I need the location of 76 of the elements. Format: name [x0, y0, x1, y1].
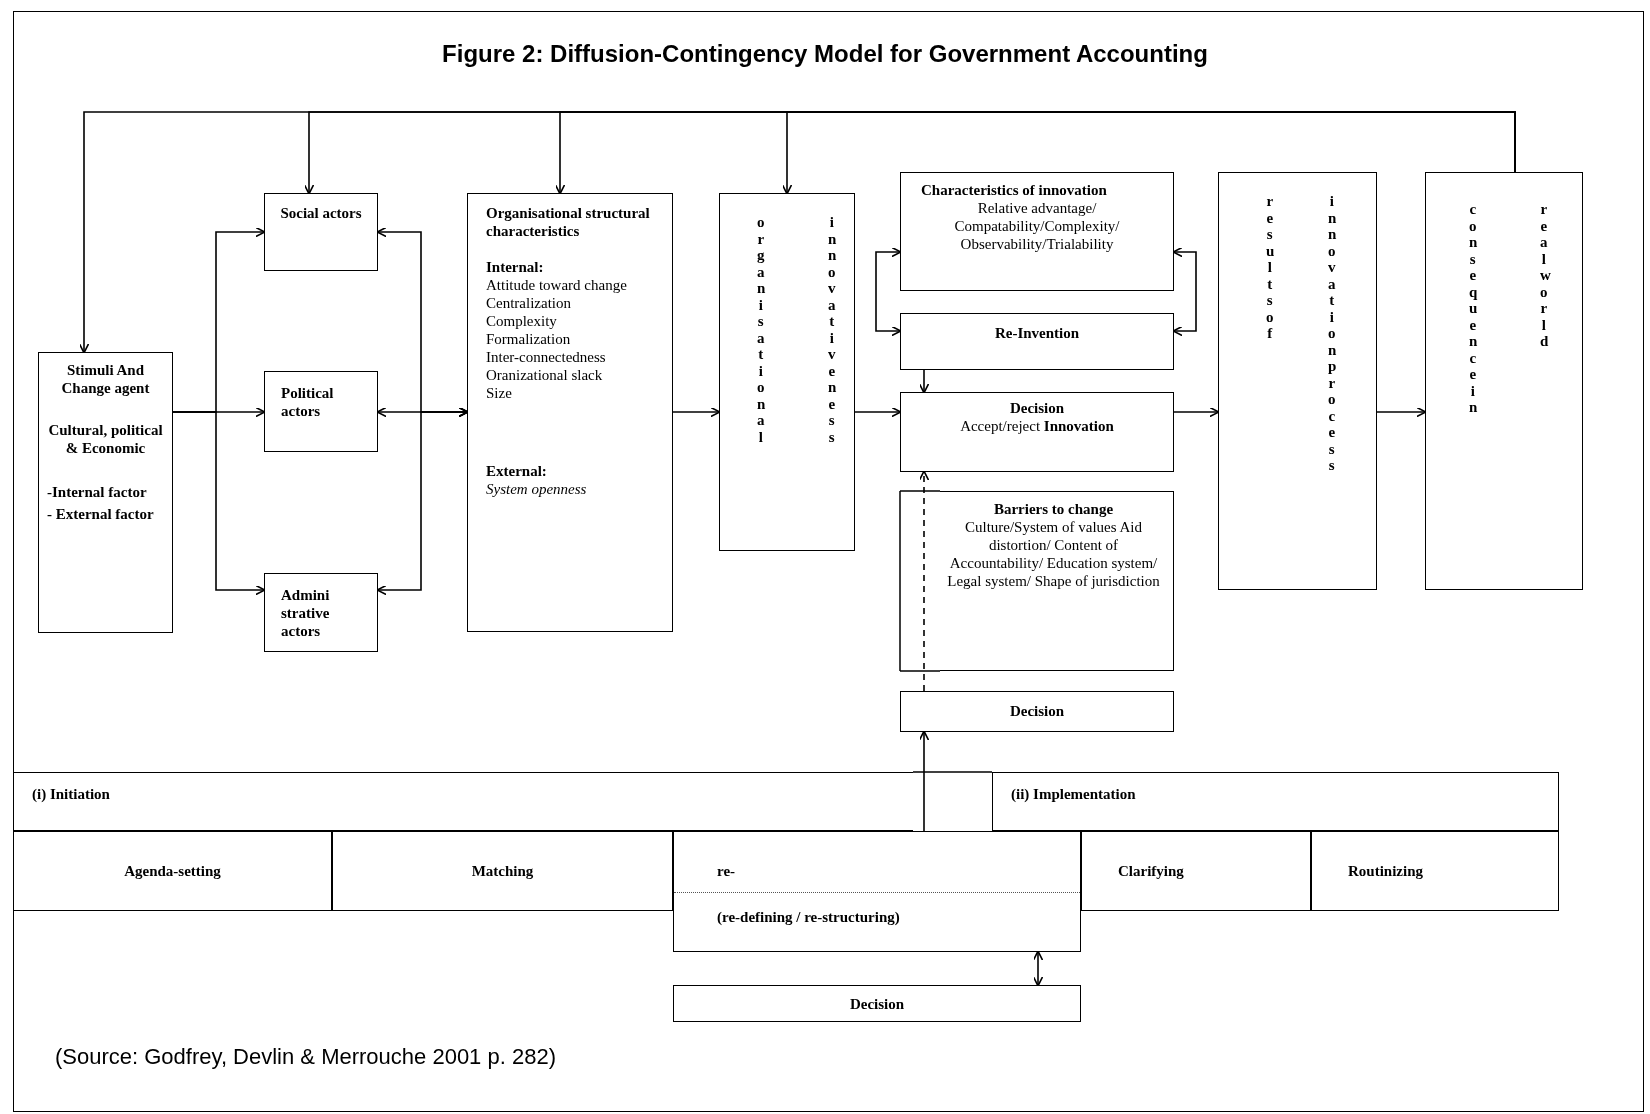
box-heading: Decision	[1008, 399, 1066, 417]
process-box	[940, 491, 1174, 671]
box-text: Culture/System of values Aid distortion/ Content of Accountability/ Education system/ Legal system/ Shape of jurisdiction	[946, 518, 1161, 590]
process-box	[467, 193, 673, 632]
box-text: Centralization	[486, 294, 572, 312]
box-text: Agenda-setting	[123, 862, 222, 880]
box-text: (ii) Implementation	[1011, 785, 1137, 803]
process-box	[719, 193, 855, 551]
arrow	[781, 111, 1516, 195]
process-box	[1425, 172, 1583, 590]
process-box	[992, 772, 1559, 831]
source-caption: (Source: Godfrey, Devlin & Merrouche 2001 p. 282)	[55, 1044, 556, 1070]
box-text: Inter-connectedness	[486, 348, 607, 366]
vertical-text: innovation process	[1328, 193, 1336, 474]
arrow	[672, 406, 721, 418]
arrow	[172, 411, 266, 596]
process-box	[900, 392, 1174, 472]
box-heading: Stimuli And Change agent	[60, 361, 151, 397]
box-text: System openness	[486, 480, 588, 498]
box-text: (re-defining / re-structuring)	[717, 908, 900, 926]
arrow	[1172, 246, 1197, 337]
box-text: Political actors	[281, 384, 335, 420]
box-text: Attitude toward change	[486, 276, 628, 294]
box-text: Formalization	[486, 330, 572, 348]
box-text: Decision	[848, 995, 906, 1013]
box-text: Complexity	[486, 312, 558, 330]
box-text: -Internal factor	[47, 483, 148, 501]
process-box	[673, 831, 1081, 952]
process-box	[900, 691, 1174, 732]
process-box	[13, 772, 913, 831]
arrow	[1173, 406, 1220, 418]
arrow	[376, 406, 469, 596]
arrow	[1032, 950, 1044, 987]
process-box	[38, 352, 173, 633]
box-heading: re-	[717, 862, 736, 880]
process-box	[1218, 172, 1377, 590]
process-box	[332, 831, 673, 911]
box-text: Routinizing	[1348, 862, 1424, 880]
dashed-arrow	[918, 470, 930, 692]
process-box	[13, 831, 332, 911]
process-box	[900, 313, 1174, 370]
box-heading: Organisational structural characteristics	[486, 204, 651, 240]
arrow	[854, 406, 902, 418]
box-text: Social actors	[279, 204, 363, 222]
arrow	[918, 730, 930, 832]
box-text: Decision	[1008, 702, 1066, 720]
box-text: Relative advantage/ Compatability/Complexity/ Observability/Trialability	[953, 199, 1121, 253]
process-box	[264, 193, 378, 271]
vertical-text: results of	[1266, 193, 1274, 342]
process-box	[900, 172, 1174, 291]
box-text: Clarifying	[1118, 862, 1185, 880]
box-text: Size	[486, 384, 513, 402]
vertical-text: organisational	[757, 214, 765, 445]
box-text: Cultural, political & Economic	[47, 421, 164, 457]
box-text: Internal:	[486, 258, 545, 276]
box-text: Admini strative actors	[281, 586, 331, 640]
process-box	[264, 371, 378, 452]
arrow	[918, 369, 930, 394]
diagram-title: Figure 2: Diffusion-Contingency Model for Government Accounting	[441, 40, 1209, 68]
box-heading: Barriers to change	[992, 500, 1115, 518]
box-text: External:	[486, 462, 548, 480]
box-text: (i) Initiation	[32, 785, 111, 803]
arrow	[1376, 406, 1427, 418]
vertical-text: innovativeness	[828, 214, 836, 445]
box-heading: Characteristics of innovation	[921, 181, 1108, 199]
arrow	[875, 246, 902, 337]
process-box	[673, 985, 1081, 1022]
process-box	[1081, 831, 1311, 911]
box-text: Accept/reject Innovation	[959, 417, 1115, 435]
process-box	[1311, 831, 1559, 911]
box-text: Matching	[470, 862, 535, 880]
box-text: Oranizational slack	[486, 366, 604, 384]
vertical-text: consequence in	[1469, 201, 1477, 416]
box-text: Re-Invention	[993, 324, 1081, 342]
box-text: - External factor	[47, 505, 155, 523]
process-box	[264, 573, 378, 652]
